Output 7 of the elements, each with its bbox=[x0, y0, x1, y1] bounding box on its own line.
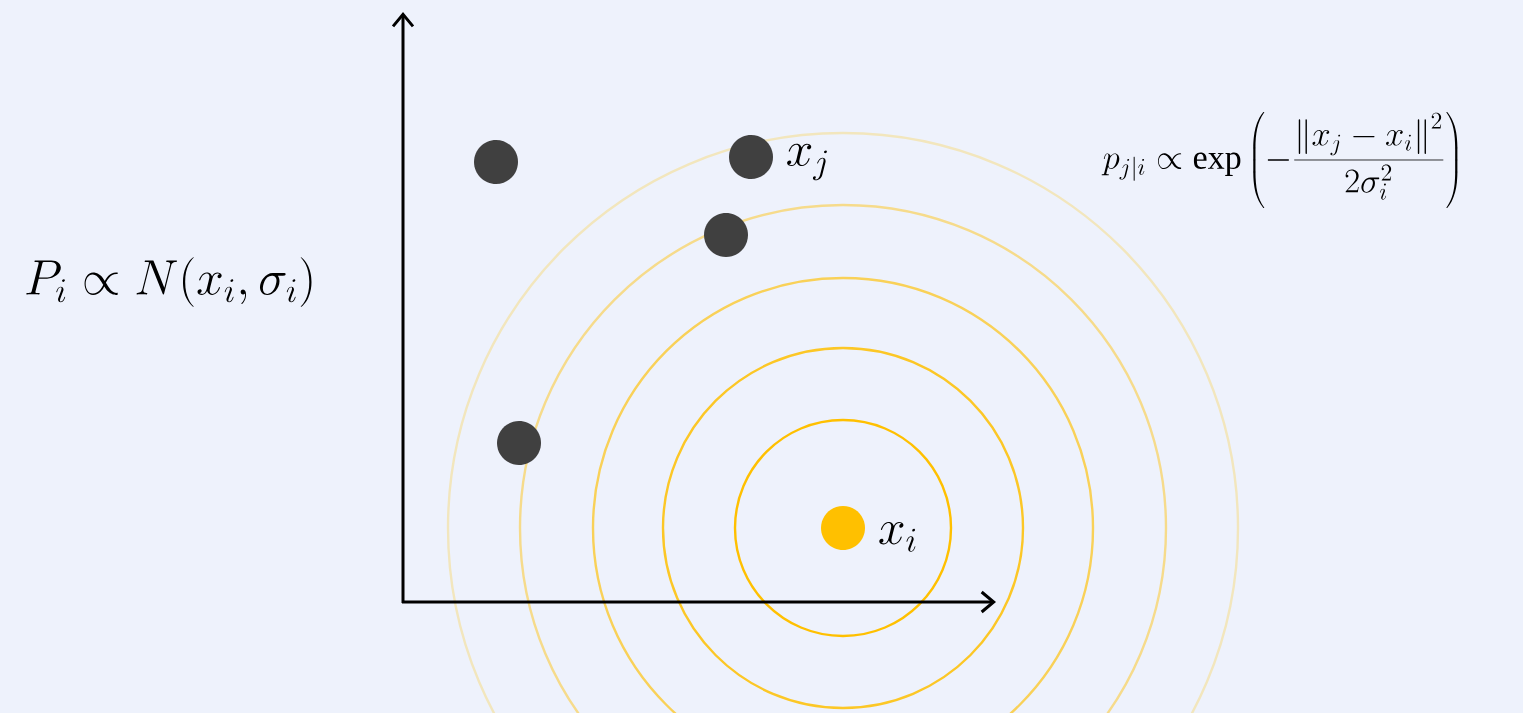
point-label: $x_i$ bbox=[879, 522, 916, 552]
formula: $p_{j|i} \propto \exp\left(-\frac{\left\|x_j - x_i\right\|^2}{2\sigma_i^2}\right)$ bbox=[1101, 112, 1458, 208]
point-label: $x_j$ bbox=[787, 143, 827, 181]
point-dot bbox=[704, 213, 748, 257]
formula: $P_i \propto N(x_i,\sigma_i)$ bbox=[26, 257, 312, 307]
point-dot bbox=[474, 140, 518, 184]
point-dot bbox=[497, 421, 541, 465]
